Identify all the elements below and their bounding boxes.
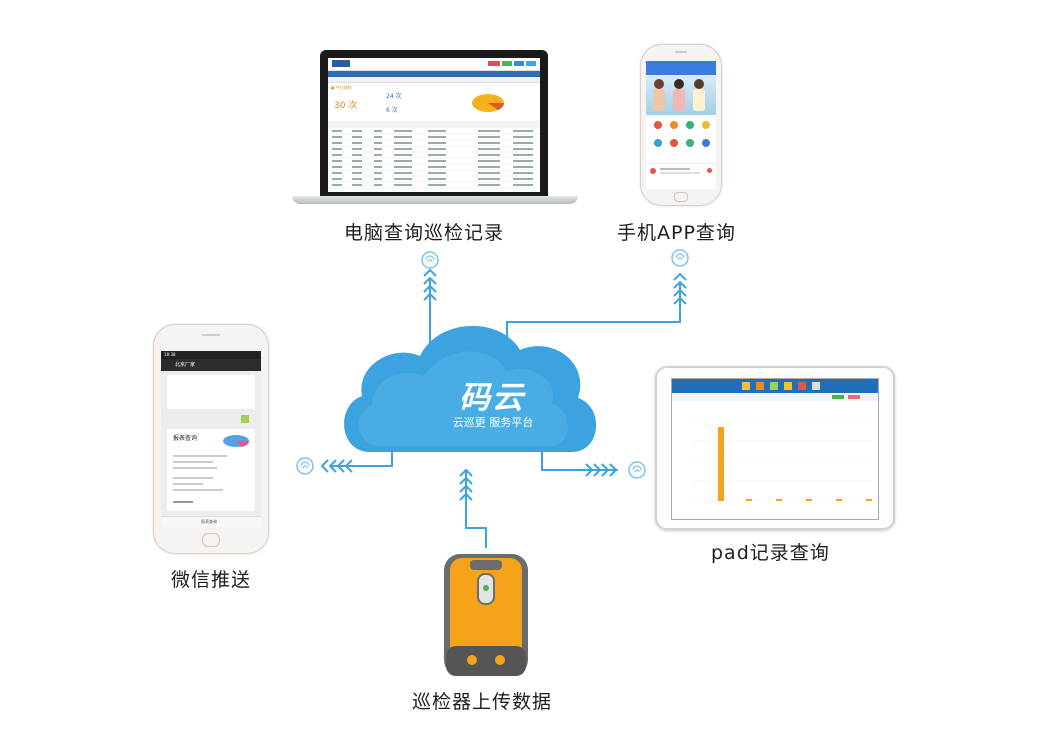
arrow-to-mobile-app [506,272,687,355]
laptop-stat-a: 24 次 [386,93,402,100]
laptop-stat-b: 6 次 [386,107,398,114]
pad-device [655,366,895,530]
caption-computer: 电脑查询巡检记录 [344,222,505,244]
wechat-chat-title: 北京厂家 [175,362,196,368]
laptop-stat-count: 30 次 [334,101,358,111]
pad-screen [671,378,879,520]
wechat-time: 18:38 [164,352,176,357]
wechat-report-title: 报表查询 [173,435,198,442]
wechat-pie-icon [223,435,250,447]
laptop-device: ● 今日巡检 30 次 24 次 6 次 [320,50,548,196]
laptop-table [328,122,540,189]
laptop-pie-icon [472,94,504,112]
wechat-screen: 18:38 北京厂家 报表查询 报表查询 [161,351,261,527]
cloud-subtitle: 云巡更 服务平台 [452,416,534,429]
cloud-logo: 码云 [459,380,525,416]
mobile-app-screen [646,61,716,189]
wifi-node-pad [628,461,646,479]
arrow-to-computer [423,268,437,345]
laptop-base [292,196,578,204]
pad-bar-chart [692,420,872,502]
caption-mobile-app: 手机APP查询 [617,222,736,244]
wechat-footer-label[interactable]: 报表查询 [201,519,217,524]
wifi-node-mobile [671,249,689,267]
cloud-shape [344,325,597,452]
laptop-screen: ● 今日巡检 30 次 24 次 6 次 [328,58,540,192]
caption-patrol-device: 巡检器上传数据 [412,691,553,713]
mobile-app-icon-grid [654,121,710,147]
patrol-device [444,554,528,676]
wifi-node-wechat [296,457,314,475]
arrow-from-device [459,468,487,548]
wifi-node-computer [421,251,439,269]
caption-wechat: 微信推送 [171,569,252,591]
mobile-app-phone [640,44,722,206]
wechat-phone: 18:38 北京厂家 报表查询 报表查询 [153,324,269,554]
caption-pad: pad记录查询 [711,542,830,564]
